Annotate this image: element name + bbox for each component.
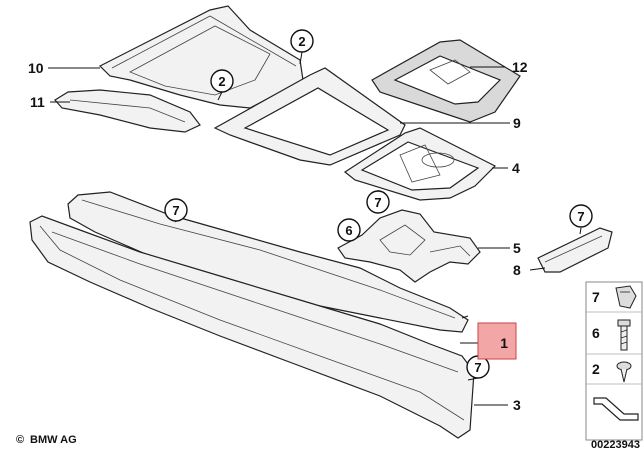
svg-text:©: © [16, 434, 24, 446]
part-4-console-panel[interactable] [343, 127, 497, 201]
svg-text:7: 7 [474, 360, 481, 375]
label-5[interactable]: 5 [513, 240, 521, 256]
svg-text:7: 7 [577, 209, 584, 224]
label-9[interactable]: 9 [513, 115, 521, 131]
highlight-part-1[interactable]: 1 [477, 322, 517, 360]
part-8-cover-plate[interactable] [537, 227, 613, 273]
svg-text:2: 2 [218, 74, 225, 89]
hardware-item-blank [593, 397, 639, 421]
label-10[interactable]: 10 [28, 60, 44, 76]
part-11-pad[interactable] [54, 89, 201, 133]
angle-bracket-icon [593, 397, 639, 421]
callout-bubble-7-center[interactable]: 7 [366, 190, 390, 214]
hardware-item-7-clip[interactable]: 7 [592, 285, 637, 309]
callout-bubble-6[interactable]: 6 [337, 218, 361, 242]
bolt-icon [617, 319, 631, 351]
screw-icon [616, 361, 632, 383]
svg-text:2: 2 [592, 361, 600, 377]
label-8[interactable]: 8 [513, 262, 521, 278]
hardware-item-6-bolt[interactable]: 6 [592, 319, 631, 351]
svg-text:6: 6 [345, 223, 352, 238]
part-9-frame[interactable] [213, 67, 406, 166]
part-12-shift-cover[interactable] [371, 39, 521, 123]
label-12[interactable]: 12 [512, 59, 528, 75]
callout-bubble-7-left[interactable]: 7 [164, 198, 188, 222]
label-3[interactable]: 3 [513, 397, 521, 413]
svg-text:1: 1 [500, 335, 508, 351]
svg-text:BMW AG: BMW AG [30, 434, 77, 446]
callout-bubble-7-right[interactable]: 7 [569, 204, 593, 228]
svg-text:7: 7 [592, 289, 600, 305]
clip-icon [615, 285, 637, 309]
callout-bubble-2-upper[interactable]: 2 [290, 29, 314, 53]
diagram-number: 00223943 [591, 439, 640, 451]
label-11[interactable]: 11 [30, 94, 45, 110]
svg-text:2: 2 [298, 34, 305, 49]
footer-brand: © BMW AG [16, 434, 77, 446]
callout-bubble-2-middle[interactable]: 2 [210, 69, 234, 93]
svg-text:7: 7 [172, 203, 179, 218]
svg-text:7: 7 [374, 195, 381, 210]
part-5-bracket[interactable] [337, 209, 481, 283]
part-3-lower-trim[interactable] [29, 215, 475, 439]
svg-text:6: 6 [592, 325, 600, 341]
hardware-item-2-screw[interactable]: 2 [592, 361, 632, 383]
label-4[interactable]: 4 [512, 160, 520, 176]
